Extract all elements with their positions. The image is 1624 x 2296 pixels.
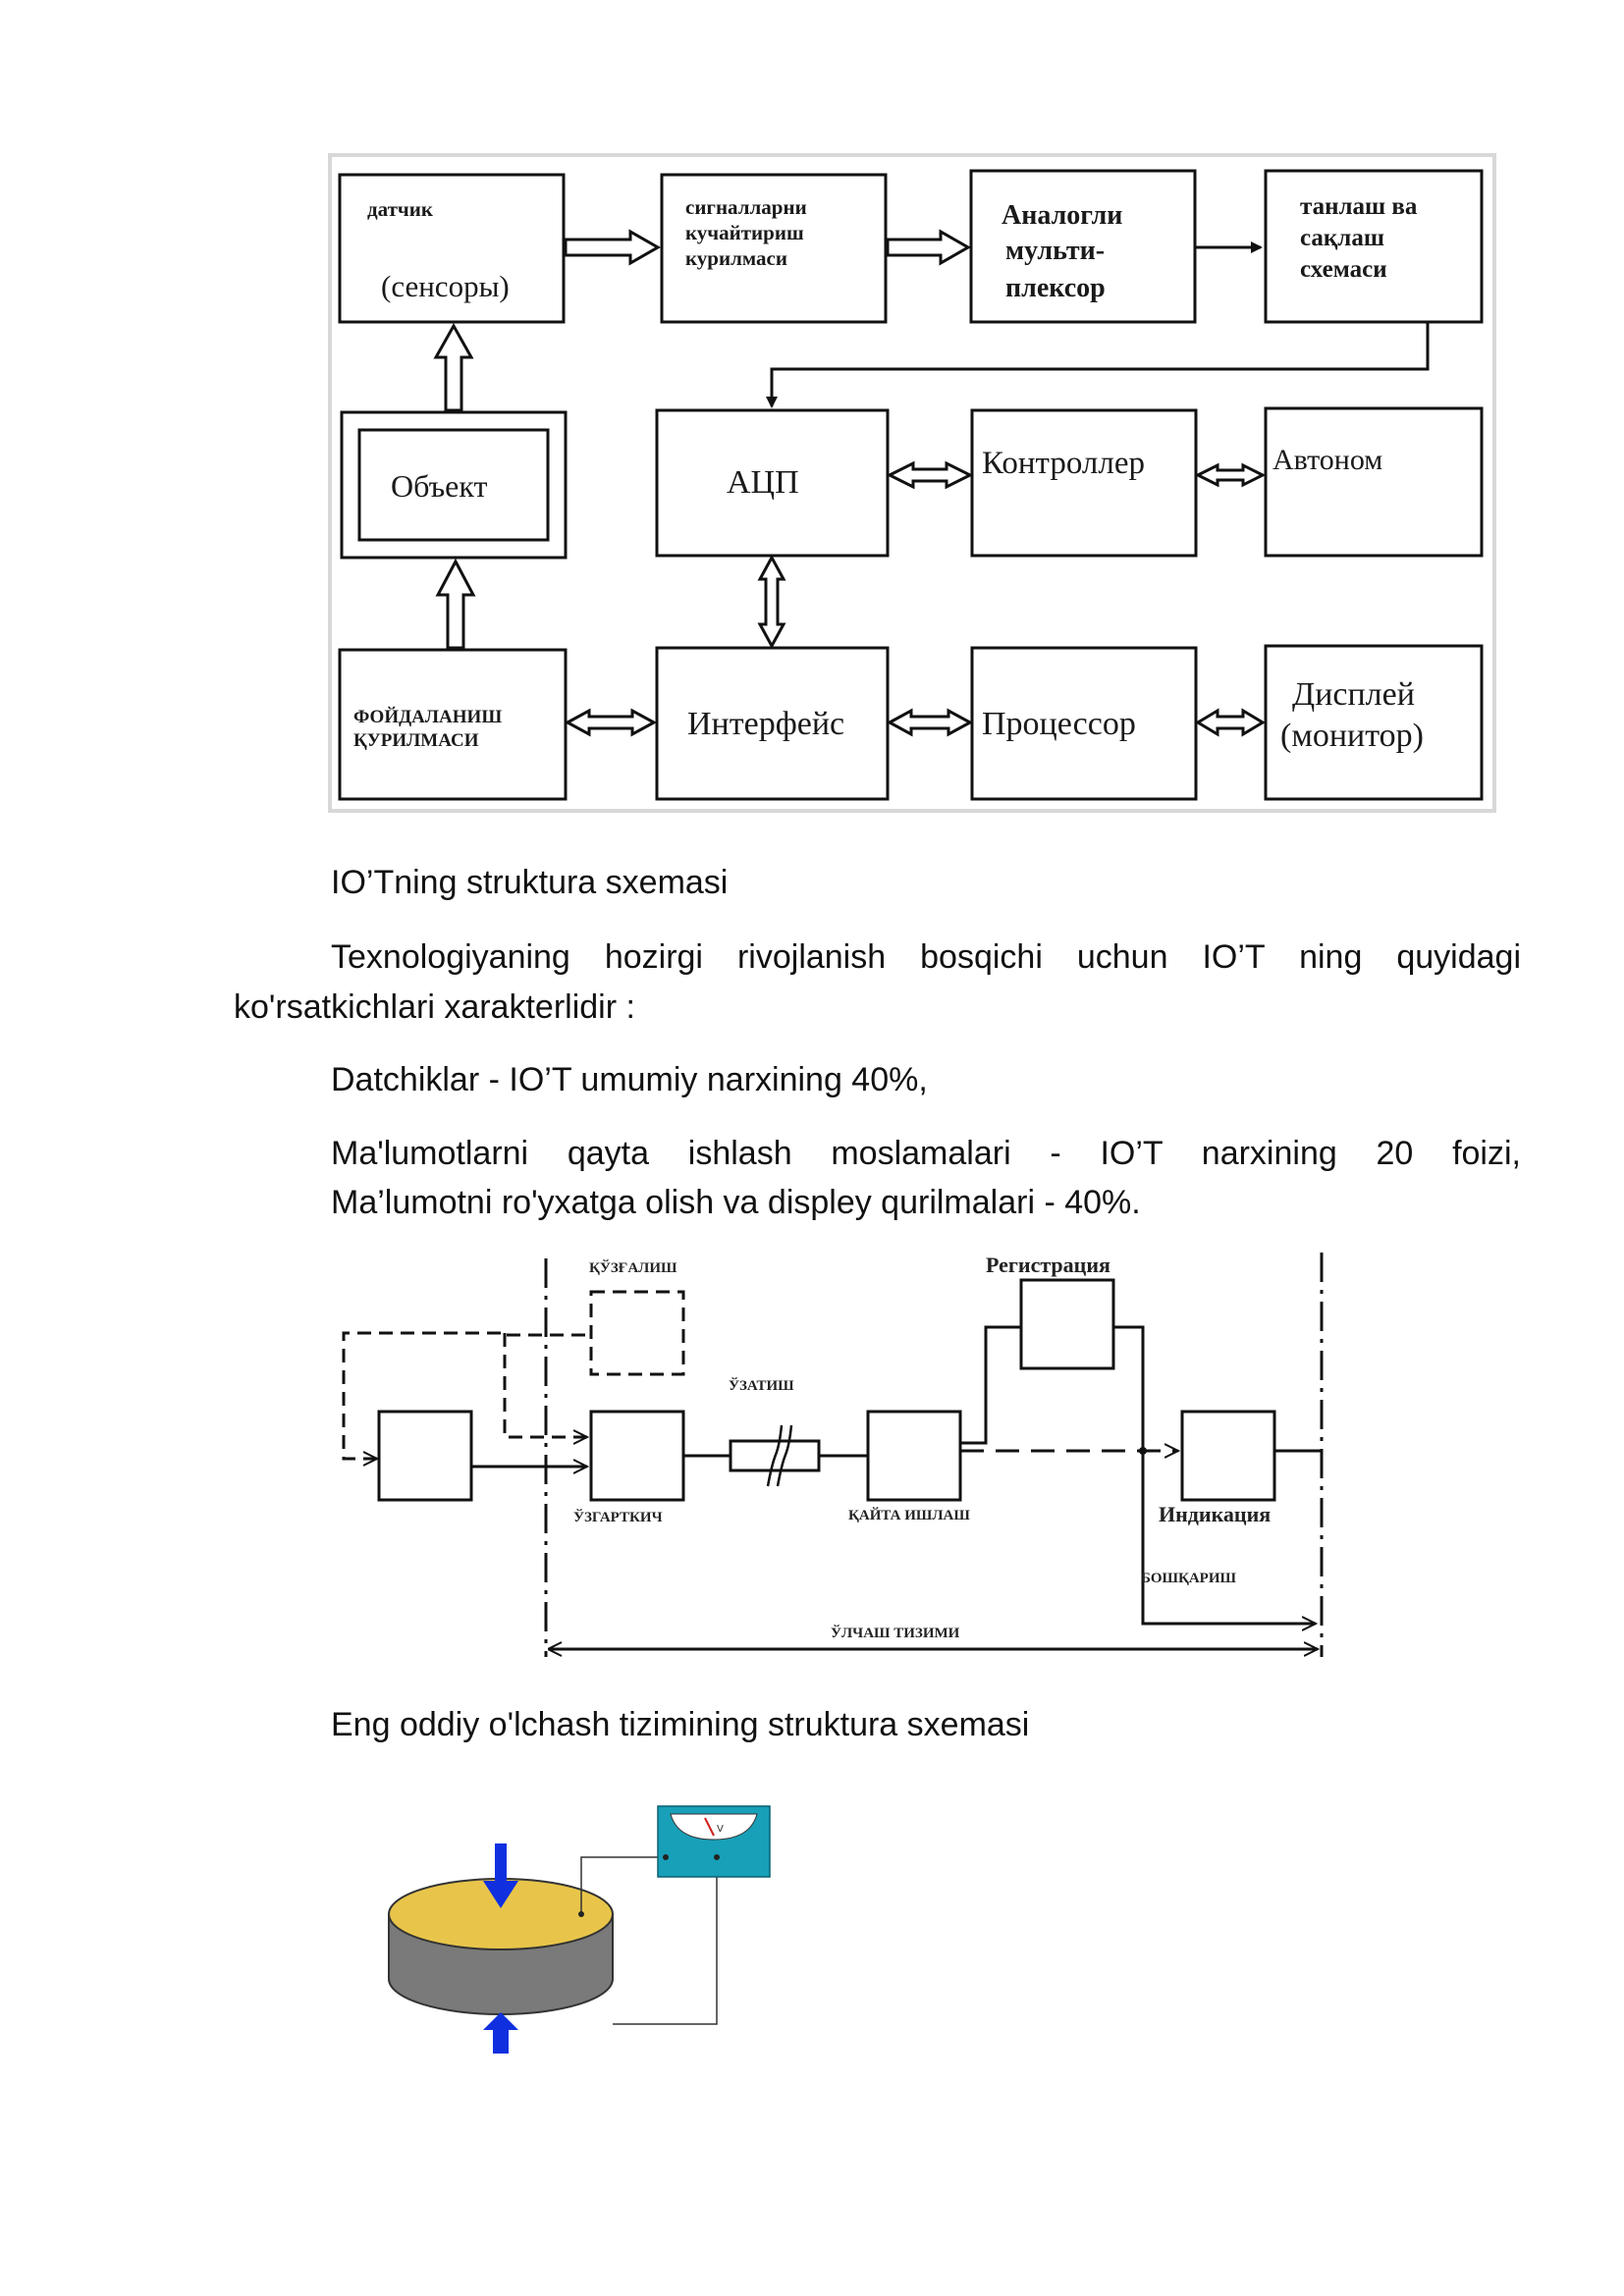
voltmeter-dial-icon bbox=[670, 1813, 758, 1841]
junction-dot bbox=[1139, 1447, 1147, 1455]
measurement-system-diagram: ҚЎЗҒАЛИШ Регистрация ЎЗАТИШ ЎЗГАРТКИЧ ҚА… bbox=[328, 1245, 1339, 1686]
figure-frame bbox=[328, 153, 1496, 813]
adc-label: АЦП bbox=[727, 464, 799, 501]
paragraph-3-line-2: Ma’lumotni ro'yxatga olish va displey qu… bbox=[331, 1184, 1141, 1221]
processing-block bbox=[866, 1410, 962, 1502]
amplifier-label-1: сигналларни bbox=[685, 195, 807, 219]
sensor-label-top: датчик bbox=[367, 197, 434, 221]
force-arrow-down-icon bbox=[483, 1843, 518, 1908]
arrow-controller-autonomous bbox=[1194, 462, 1267, 488]
object-inner-block bbox=[357, 428, 550, 542]
mux-block bbox=[969, 169, 1197, 324]
registration-label: Регистрация bbox=[986, 1253, 1110, 1277]
object-block bbox=[377, 1410, 473, 1502]
transmission-break-icon bbox=[766, 1424, 793, 1487]
measurement-diagram-svg: ҚЎЗҒАЛИШ Регистрация ЎЗАТИШ ЎЗГАРТКИЧ ҚА… bbox=[342, 1253, 1324, 1657]
mux-label-1: Аналогли bbox=[1001, 200, 1122, 231]
disturbance-block bbox=[589, 1290, 685, 1376]
registration-block bbox=[1019, 1278, 1115, 1370]
voltmeter-needle bbox=[704, 1817, 715, 1837]
adc-block bbox=[655, 408, 890, 558]
display-label-1: Дисплей bbox=[1292, 676, 1415, 713]
sensor-label-bottom: (сенсоры) bbox=[381, 269, 510, 303]
display-block bbox=[1264, 644, 1484, 801]
paragraph-2: Datchiklar - IO’T umumiy narxining 40%, bbox=[331, 1061, 928, 1098]
iot-structure-diagram: датчик (сенсоры) сигналларни кучайтириш … bbox=[328, 153, 1506, 821]
user-device-block bbox=[338, 648, 568, 801]
caption-iot-structure: IO’Tning struktura sxemasi bbox=[331, 864, 729, 901]
mux-label-2: мульти- bbox=[1005, 236, 1105, 266]
user-device-label-1: ФОЙДАЛАНИШ bbox=[353, 706, 502, 727]
autonomous-block bbox=[1264, 406, 1484, 558]
force-arrow-up-icon bbox=[483, 2012, 518, 2054]
disturbance-loop-right bbox=[503, 1333, 587, 1437]
samplehold-label-3: схемаси bbox=[1300, 256, 1387, 283]
meter-terminal-right bbox=[714, 1854, 720, 1860]
piezo-svg: V bbox=[388, 1805, 771, 2054]
terminal-top bbox=[578, 1911, 584, 1917]
interface-label: Интерфейс bbox=[687, 706, 844, 742]
samplehold-label-1: танлаш ва bbox=[1300, 193, 1418, 220]
transmission-label: ЎЗАТИШ bbox=[729, 1377, 794, 1394]
interface-block bbox=[655, 646, 890, 801]
disturbance-loop-left bbox=[342, 1331, 585, 1459]
amplifier-block bbox=[660, 173, 888, 324]
amplifier-label-2: кучайтириш bbox=[685, 221, 804, 244]
processing-label: ҚАЙТА ИШЛАШ bbox=[848, 1507, 970, 1523]
indication-block bbox=[1180, 1410, 1276, 1502]
line-processing-registration bbox=[960, 1325, 1021, 1445]
mux-label-3: плексор bbox=[1005, 273, 1106, 303]
user-device-label-2: ҚУРИЛМАСИ bbox=[353, 730, 479, 751]
autonomous-label: Автоном bbox=[1272, 444, 1382, 476]
controller-label: Контроллер bbox=[982, 446, 1145, 481]
arrow-amp-to-mux bbox=[886, 229, 972, 266]
line-registration-control bbox=[1113, 1325, 1316, 1624]
arrow-adc-interface bbox=[757, 554, 786, 650]
arrow-object-to-sensor bbox=[433, 322, 474, 412]
amplifier-label-3: курилмаси bbox=[685, 246, 787, 270]
arrow-interface-processor bbox=[886, 708, 974, 737]
paragraph-1-line-1: Texnologiyaning hozirgi rivojlanish bosq… bbox=[331, 938, 1521, 976]
arrow-user-to-object bbox=[435, 558, 476, 650]
control-label: БОШҚАРИШ bbox=[1141, 1571, 1236, 1586]
object-label: Объект bbox=[391, 468, 487, 504]
controller-block bbox=[970, 408, 1198, 558]
piezo-sensor-illustration: V bbox=[373, 1796, 785, 2071]
arrow-sensor-to-amp bbox=[564, 229, 662, 266]
iot-diagram-svg: датчик (сенсоры) сигналларни кучайтириш … bbox=[328, 153, 1496, 813]
processor-label: Процессор bbox=[982, 706, 1136, 742]
voltmeter-unit: V bbox=[717, 1824, 724, 1835]
arrow-adc-controller bbox=[886, 460, 974, 490]
converter-label: ЎЗГАРТКИЧ bbox=[573, 1509, 663, 1525]
arrow-samplehold-to-adc bbox=[766, 322, 1430, 408]
samplehold-label-2: сақлаш bbox=[1300, 225, 1384, 251]
disturbance-label: ҚЎЗҒАЛИШ bbox=[589, 1259, 677, 1276]
arrow-user-interface bbox=[564, 708, 658, 737]
display-label-2: (монитор) bbox=[1280, 718, 1424, 754]
caption-measurement-system: Eng oddiy o'lchash tizimining struktura … bbox=[331, 1706, 1030, 1743]
paragraph-1-line-2: ko'rsatkichlari xarakterlidir : bbox=[234, 988, 635, 1026]
flow-arrows bbox=[433, 229, 1267, 737]
wire-top bbox=[580, 1856, 666, 1914]
sample-hold-block bbox=[1264, 169, 1484, 324]
wires bbox=[580, 1856, 718, 2025]
measuring-system-label: ЎЛЧАШ ТИЗИМИ bbox=[831, 1625, 960, 1641]
paragraph-3-line-1: Ma'lumotlarni qayta ishlash moslamalari … bbox=[331, 1135, 1521, 1172]
wire-bottom bbox=[613, 1859, 718, 2025]
converter-block bbox=[589, 1410, 685, 1502]
indication-label: Индикация bbox=[1159, 1502, 1271, 1526]
arrow-processor-display bbox=[1195, 708, 1266, 737]
processor-block bbox=[970, 646, 1198, 801]
meter-terminal-left bbox=[663, 1854, 669, 1860]
sensor-block bbox=[338, 173, 566, 324]
